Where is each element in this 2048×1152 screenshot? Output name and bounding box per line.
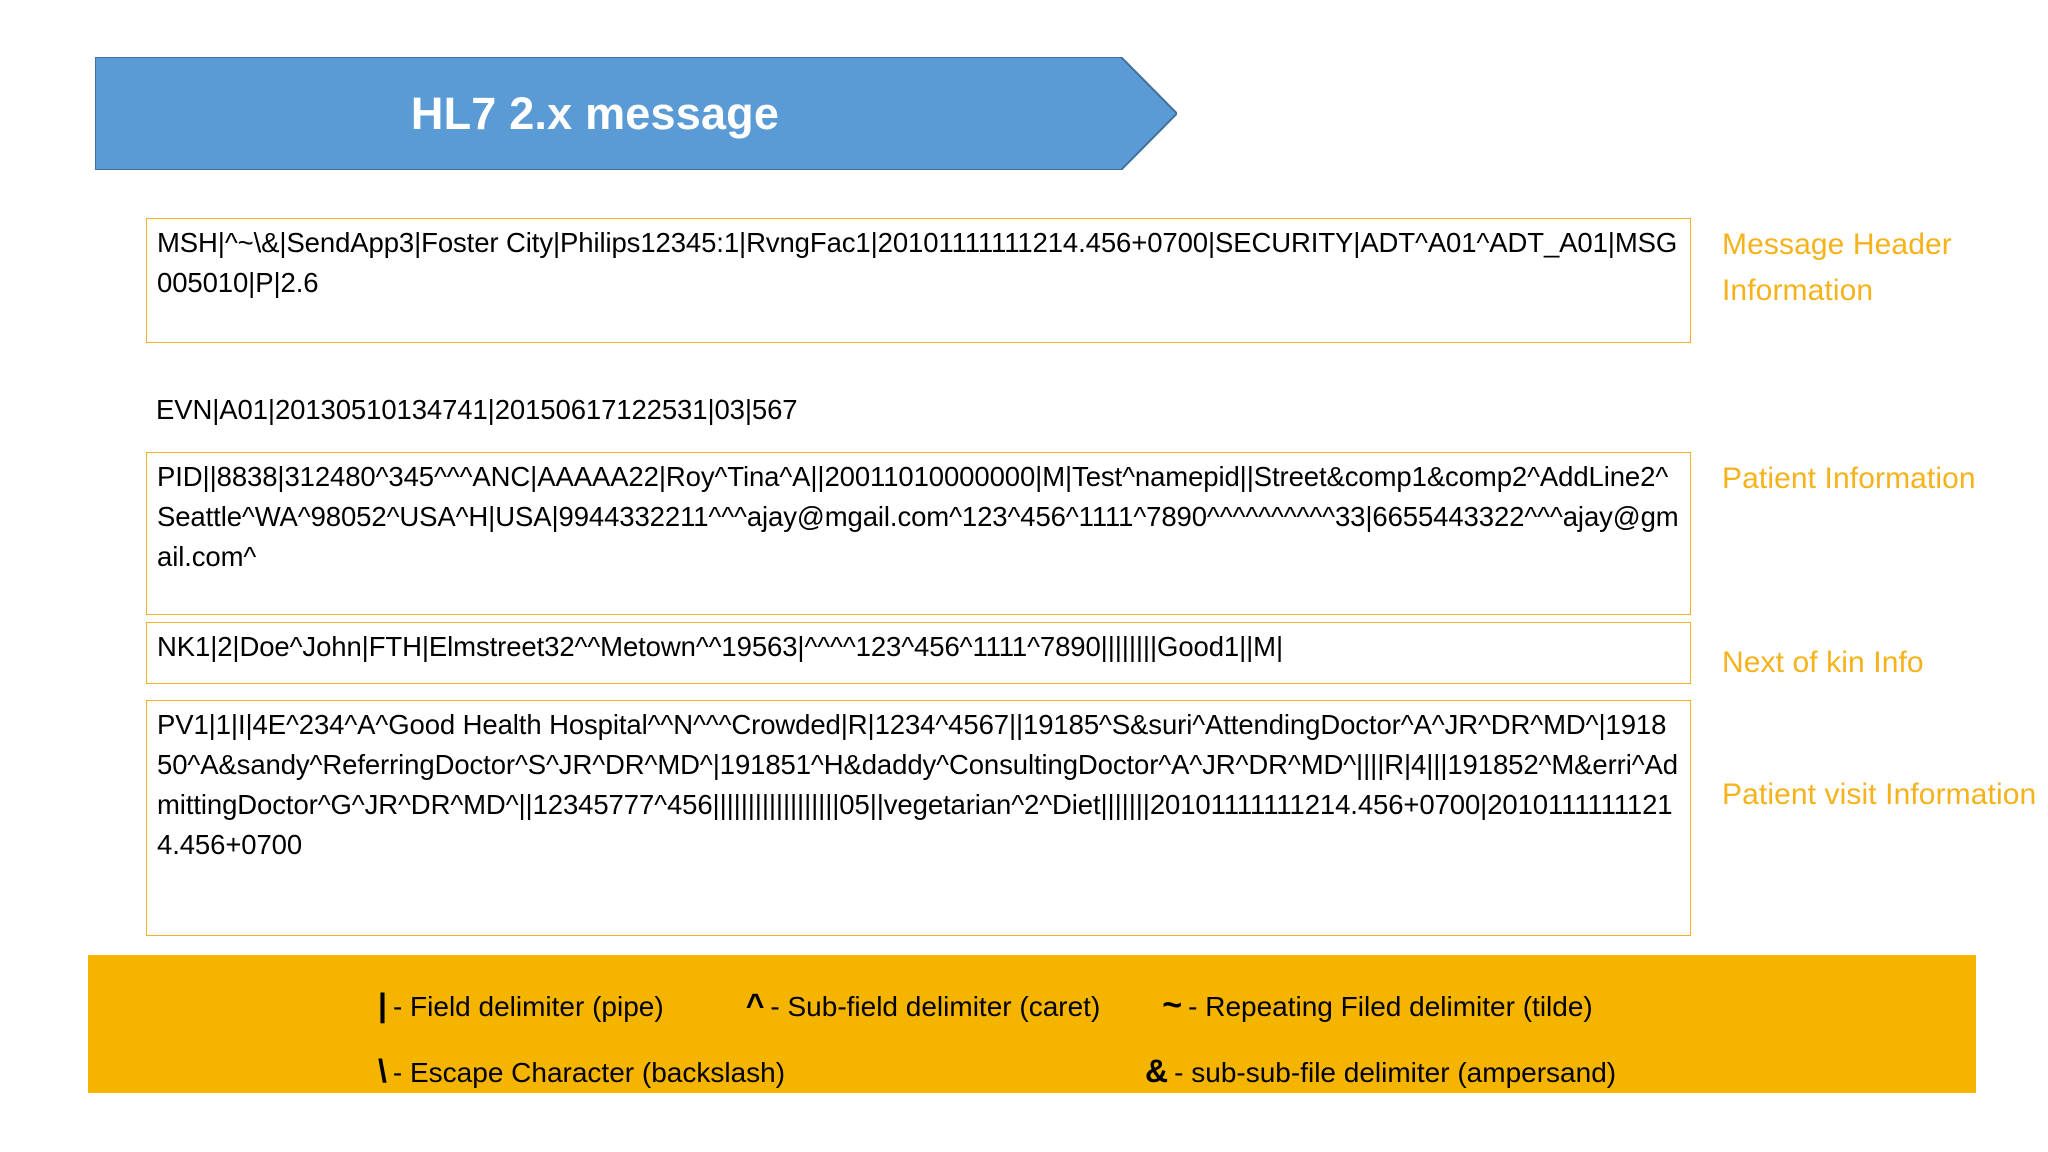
ampersand-symbol: & [1145, 1053, 1169, 1089]
backslash-symbol: \ [378, 1053, 387, 1089]
message-header-segment: MSH|^~\&|SendApp3|Foster City|Philips123… [146, 218, 1691, 343]
patient-identification-segment: PID||8838|312480^345^^^ANC|AAAAA22|Roy^T… [146, 452, 1691, 615]
event-type-segment: EVN|A01|20130510134741|20150617122531|03… [146, 390, 1691, 438]
banner-chevron-shape [95, 57, 1177, 170]
legend-item-caret: ^ - Sub-field delimiter (caret) [746, 973, 1101, 1039]
legend-item-pipe: | - Field delimiter (pipe) [378, 973, 664, 1039]
annotation-next-of-kin: Next of kin Info [1722, 646, 1924, 679]
legend-label-tilde: - Repeating Filed delimiter (tilde) [1188, 991, 1593, 1022]
legend-row-second: \ - Escape Character (backslash) & - sub… [88, 1039, 1976, 1105]
chevron-polygon [95, 57, 1177, 170]
legend-label-pipe: - Field delimiter (pipe) [392, 991, 664, 1022]
legend-item-backslash: \ - Escape Character (backslash) [378, 1039, 785, 1105]
legend-item-tilde: ~ - Repeating Filed delimiter (tilde) [1162, 973, 1592, 1039]
hl7-banner: HL7 2.x message [95, 57, 1177, 170]
delimiter-legend-bar: | - Field delimiter (pipe) ^ - Sub-field… [88, 955, 1976, 1093]
legend-label-backslash: - Escape Character (backslash) [392, 1057, 786, 1088]
legend-label-ampersand: - sub-sub-file delimiter (ampersand) [1174, 1057, 1617, 1088]
legend-label-caret: - Sub-field delimiter (caret) [770, 991, 1101, 1022]
tilde-symbol: ~ [1162, 986, 1183, 1024]
caret-symbol: ^ [745, 987, 765, 1023]
next-of-kin-segment: NK1|2|Doe^John|FTH|Elmstreet32^^Metown^^… [146, 622, 1691, 684]
pipe-symbol: | [378, 987, 387, 1023]
annotation-message-header: Message Header Information [1722, 228, 1952, 307]
legend-row-first: | - Field delimiter (pipe) ^ - Sub-field… [88, 973, 1976, 1039]
annotation-patient-visit: Patient visit Information [1722, 778, 2037, 811]
legend-item-ampersand: & - sub-sub-file delimiter (ampersand) [1145, 1039, 1616, 1105]
patient-visit-segment: PV1|1|I|4E^234^A^Good Health Hospital^^N… [146, 700, 1691, 936]
annotation-patient-information: Patient Information [1722, 462, 1976, 495]
